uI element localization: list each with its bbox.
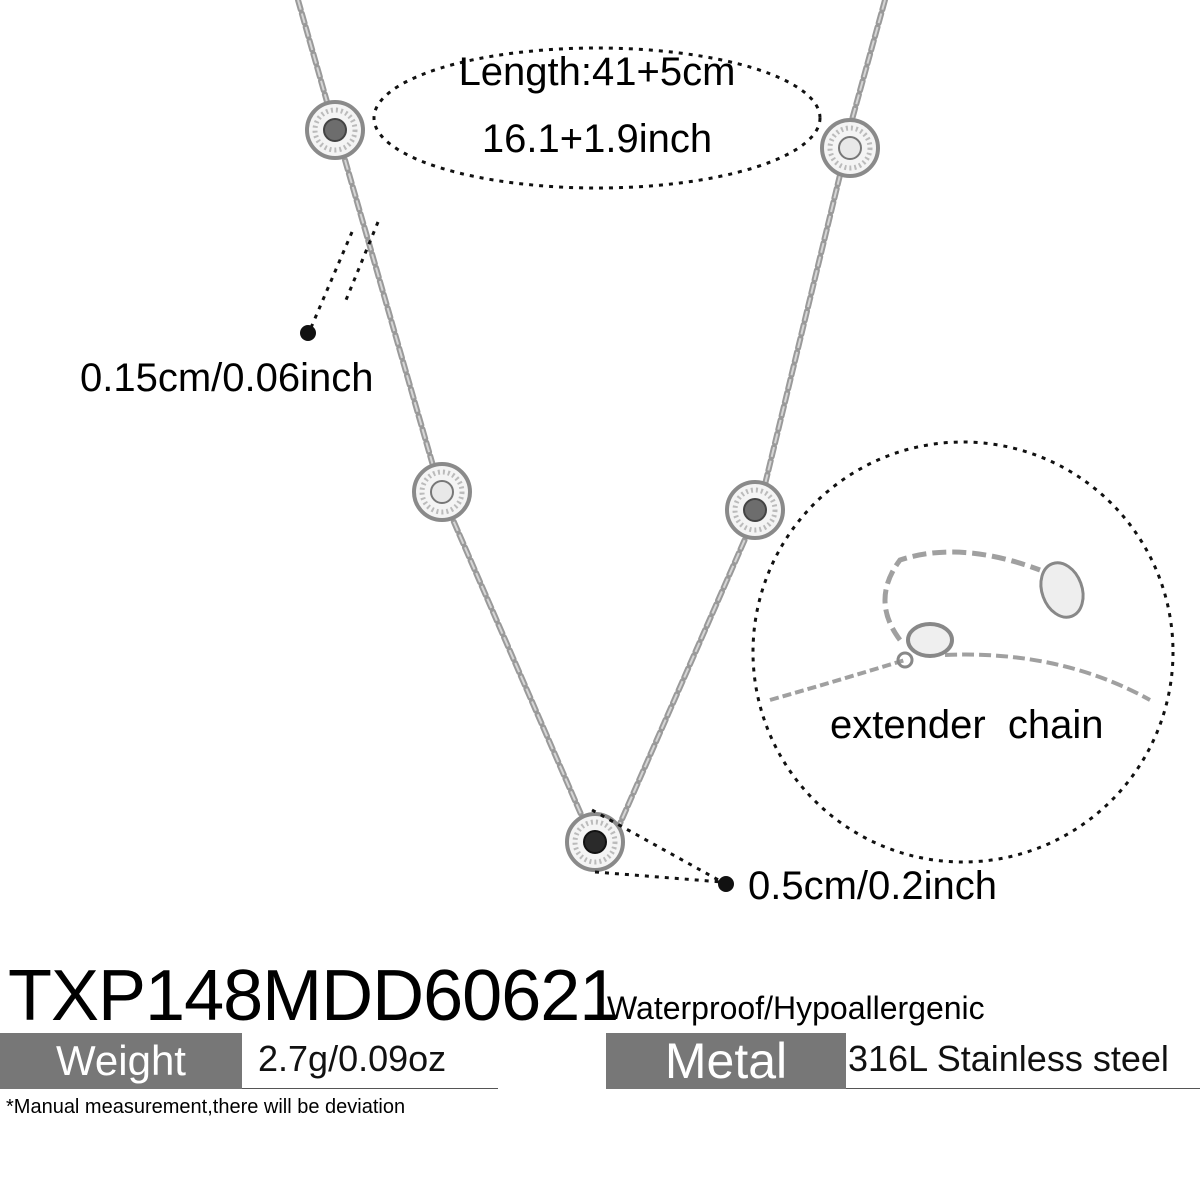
pendant-mid-right xyxy=(725,480,785,540)
extender-callout-circle xyxy=(751,440,1175,864)
extender-chain-detail xyxy=(769,549,1151,702)
length-cm-text: Length:41+5cm xyxy=(458,50,736,94)
pendant-top-left xyxy=(305,100,365,160)
extender-tag-icon xyxy=(1039,561,1085,619)
pendant-mid-left xyxy=(412,462,472,522)
pendant-size-text: 0.5cm/0.2inch xyxy=(748,864,998,908)
measurement-note: *Manual measurement,there will be deviat… xyxy=(6,1096,406,1118)
length-callout-ellipse xyxy=(372,46,822,190)
chain-width-callout xyxy=(308,221,380,331)
extender-chain-label: extender chain xyxy=(830,703,1104,747)
product-sku: TXP148MDD60621 xyxy=(8,956,619,1036)
metal-label: Metal xyxy=(606,1033,846,1089)
chain-width-text: 0.15cm/0.06inch xyxy=(80,356,374,400)
weight-label: Weight xyxy=(0,1033,242,1089)
pendant-bottom xyxy=(565,812,625,872)
weight-value: 2.7g/0.09oz xyxy=(242,1033,498,1089)
lobster-clasp-icon xyxy=(896,622,954,669)
pendant-size-callout xyxy=(591,808,723,884)
length-inch-text: 16.1+1.9inch xyxy=(481,117,713,161)
product-tagline: Waterproof/Hypoallergenic xyxy=(607,990,985,1026)
metal-value: 316L Stainless steel xyxy=(846,1033,1200,1089)
pendant-top-right xyxy=(820,118,880,178)
